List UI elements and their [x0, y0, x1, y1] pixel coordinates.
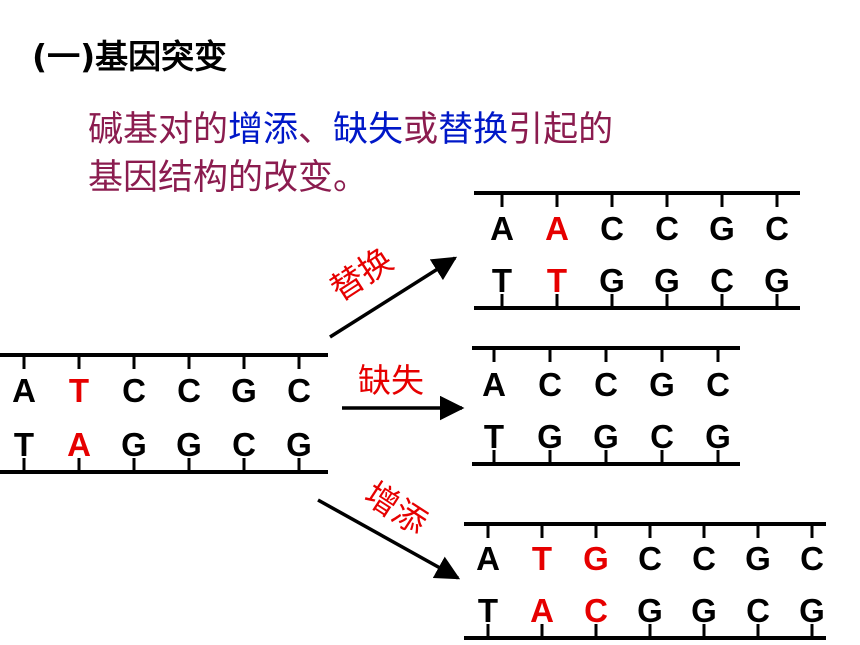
base-top: T: [532, 540, 552, 577]
base-top: C: [638, 540, 662, 577]
definition-text: 碱基对的增添、缺失或替换引起的 基因结构的改变。: [88, 106, 613, 202]
base-bottom: C: [232, 426, 256, 463]
slide-title: (一)基因突变: [32, 37, 228, 76]
base-top: C: [594, 366, 618, 403]
base-bottom: G: [593, 418, 619, 455]
base-top: C: [765, 210, 789, 247]
base-bottom: C: [746, 592, 770, 629]
base-top: T: [69, 372, 89, 409]
term-deletion: 缺失: [333, 110, 404, 150]
base-bottom: T: [484, 418, 504, 455]
base-bottom: G: [286, 426, 312, 463]
base-bottom: A: [67, 426, 91, 463]
base-top: A: [476, 540, 500, 577]
base-top: C: [600, 210, 624, 247]
base-top: G: [745, 540, 771, 577]
base-top: C: [122, 372, 146, 409]
base-bottom: G: [691, 592, 717, 629]
definition-suffix: 引起的: [508, 110, 614, 150]
base-bottom: G: [764, 262, 790, 299]
base-bottom: G: [637, 592, 663, 629]
base-top: C: [538, 366, 562, 403]
definition-line-2: 基因结构的改变。: [88, 158, 369, 198]
base-top: A: [482, 366, 506, 403]
base-top: G: [231, 372, 257, 409]
base-top: G: [649, 366, 675, 403]
base-bottom: T: [14, 426, 34, 463]
base-top: G: [709, 210, 735, 247]
base-bottom: C: [710, 262, 734, 299]
base-bottom: T: [547, 262, 567, 299]
label-insertion: 增添: [358, 474, 435, 543]
base-bottom: G: [654, 262, 680, 299]
term-insertion: 增添: [228, 110, 299, 150]
base-bottom: C: [650, 418, 674, 455]
base-bottom: G: [537, 418, 563, 455]
base-bottom: T: [478, 592, 498, 629]
base-bottom: G: [121, 426, 147, 463]
term-substitution: 替换: [438, 110, 509, 150]
base-bottom: G: [799, 592, 825, 629]
base-bottom: C: [584, 592, 608, 629]
base-bottom: G: [705, 418, 731, 455]
base-top: A: [490, 210, 514, 247]
base-top: C: [287, 372, 311, 409]
base-bottom: G: [176, 426, 202, 463]
separator-comma: 、: [298, 110, 334, 150]
base-bottom: G: [599, 262, 625, 299]
arrow-insertion: [317, 498, 461, 580]
label-deletion: 缺失: [358, 361, 424, 400]
base-top: A: [545, 210, 569, 247]
base-top: C: [177, 372, 201, 409]
definition-prefix: 碱基对的: [88, 110, 229, 150]
base-bottom: T: [492, 262, 512, 299]
arrow-substitution: [329, 256, 458, 339]
base-top: C: [800, 540, 824, 577]
separator-or: 或: [403, 110, 439, 150]
base-top: C: [706, 366, 730, 403]
base-top: G: [583, 540, 609, 577]
base-top: C: [655, 210, 679, 247]
base-bottom: A: [530, 592, 554, 629]
base-top: C: [692, 540, 716, 577]
definition-line-1: 碱基对的增添、缺失或替换引起的: [88, 106, 613, 154]
base-top: A: [12, 372, 36, 409]
